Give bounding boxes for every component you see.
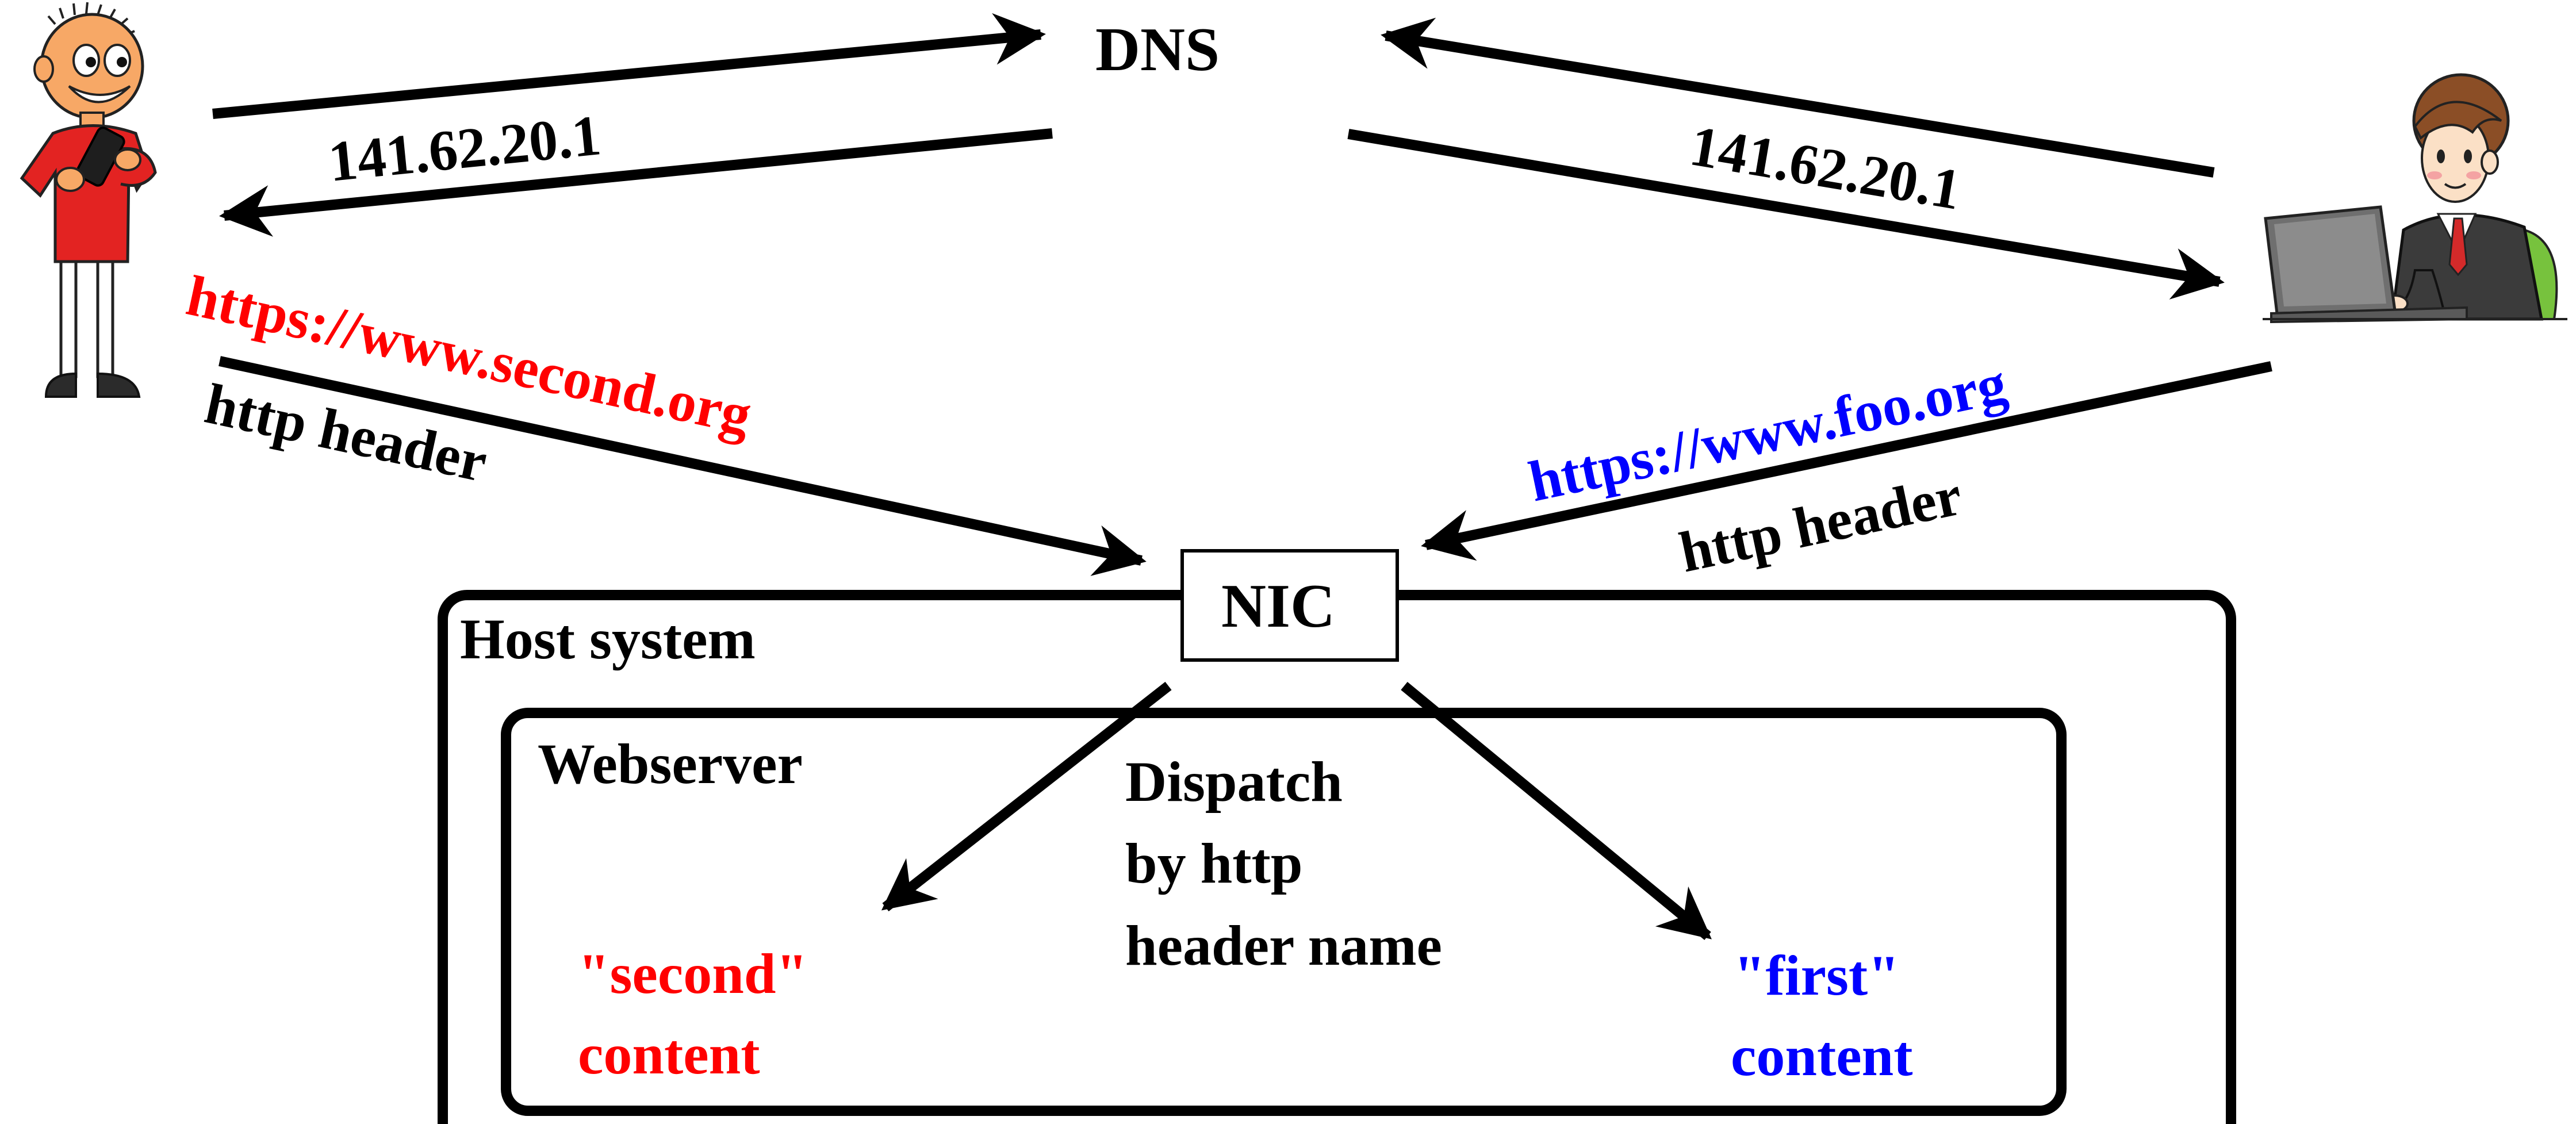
arrow-right-user-to-nic — [1421, 361, 2272, 561]
arrows — [212, 13, 2272, 940]
arrow-dns-to-left-user — [219, 128, 1053, 237]
right-user-illustration — [2263, 73, 2567, 324]
dispatch-label-line3: header name — [1125, 914, 1442, 977]
left-user-illustration — [20, 2, 157, 398]
arrow-nic-to-first — [1401, 682, 1712, 940]
second-content-line2: content — [578, 1022, 760, 1086]
arrow-nic-to-second — [881, 681, 1172, 912]
dns-label: DNS — [1095, 16, 1220, 84]
nic-label: NIC — [1221, 572, 1335, 640]
webserver-label: Webserver — [538, 732, 803, 796]
dispatch-label-line2: by http — [1125, 831, 1302, 895]
nic-box — [1180, 549, 1399, 662]
arrow-dns-to-right-user — [1347, 129, 2225, 300]
host-system-label: Host system — [460, 607, 756, 671]
arrow-right-user-to-dns — [1381, 17, 2215, 178]
second-content-line1: "second" — [578, 942, 808, 1006]
dispatch-label-line1: Dispatch — [1125, 750, 1343, 814]
webserver-box — [501, 708, 2067, 1116]
arrow-left-user-to-nic — [218, 356, 1147, 576]
first-content-line1: "first" — [1734, 943, 1900, 1007]
first-content-line2: content — [1731, 1024, 1913, 1088]
arrow-left-user-to-dns — [212, 13, 1046, 119]
